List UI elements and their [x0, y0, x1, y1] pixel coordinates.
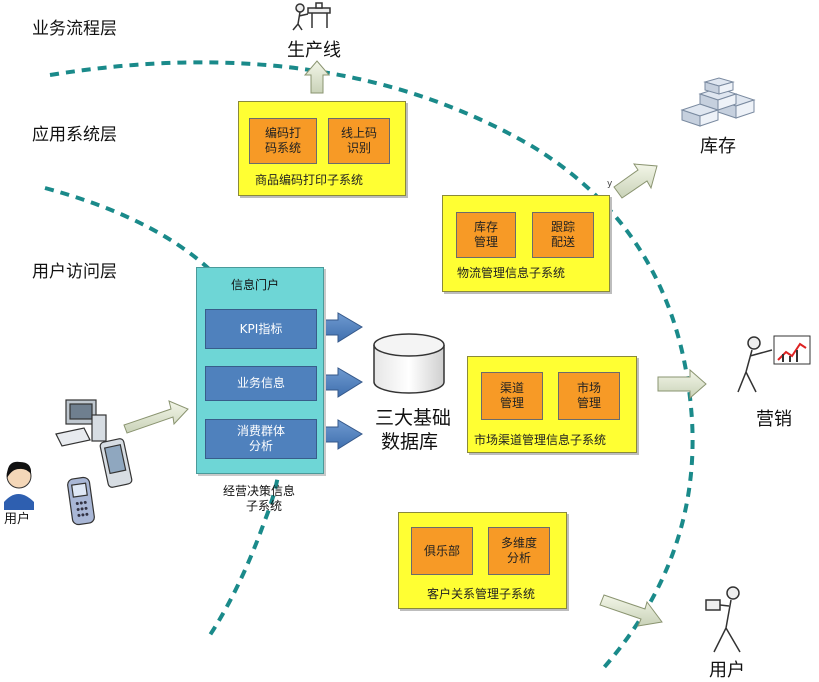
logistics-subsystem-title: 物流管理信息子系统 — [457, 266, 566, 280]
information-portal: 信息门户 KPI指标 业务信息 消费群体 分析 — [196, 267, 324, 474]
coding-subsystem: 编码打 码系统 线上码 识别 商品编码打印子系统 — [238, 101, 406, 196]
online-code-box: 线上码 识别 — [328, 118, 390, 164]
database-cylinder-icon — [373, 333, 445, 394]
multi-dimension-analysis-box: 多维度 分析 — [488, 527, 550, 575]
user-bottom-label: 用户 — [709, 660, 745, 681]
business-layer-label: 业务流程层 — [32, 19, 117, 39]
arrow-to-inventory — [613, 163, 658, 199]
coding-subsystem-title: 商品编码打印子系统 — [255, 173, 364, 187]
market-subsystem: 渠道 管理 市场 管理 市场渠道管理信息子系统 — [467, 356, 637, 453]
decision-subsystem-caption-line2: 子系统 — [246, 499, 283, 513]
person-avatar-icon — [4, 461, 34, 510]
arrow-user-to-portal — [123, 400, 189, 434]
pda-device-icon — [99, 438, 133, 488]
arrow-to-production — [303, 60, 331, 94]
channel-management-box: 渠道 管理 — [481, 372, 543, 420]
market-subsystem-title: 市场渠道管理信息子系统 — [474, 433, 607, 447]
application-layer-label: 应用系统层 — [32, 125, 117, 145]
coding-print-box: 编码打 码系统 — [249, 118, 317, 164]
crm-subsystem-title: 客户关系管理子系统 — [427, 587, 536, 601]
crm-subsystem: 俱乐部 多维度 分析 客户关系管理子系统 — [398, 512, 567, 609]
arrow-to-user-bottom — [599, 594, 663, 627]
decision-subsystem-caption-line1: 经营决策信息 — [223, 484, 296, 498]
club-box: 俱乐部 — [411, 527, 473, 575]
arrow-consumer-to-db — [317, 419, 363, 450]
marketing-label: 营销 — [756, 409, 792, 430]
portal-title: 信息门户 — [231, 278, 280, 292]
kpi-item: KPI指标 — [205, 309, 317, 349]
arrow-business-to-db — [317, 367, 363, 398]
carrying-person-icon — [705, 586, 741, 653]
inventory-label: 库存 — [700, 136, 736, 157]
market-management-box: 市场 管理 — [558, 372, 620, 420]
business-info-item: 业务信息 — [205, 366, 317, 401]
business-layer-boundary — [49, 60, 695, 674]
logistics-subsystem: 库存 管理 跟踪 配送 物流管理信息子系统 — [442, 195, 610, 292]
worker-at-machine-icon — [292, 2, 331, 31]
tracking-delivery-box: 跟踪 配送 — [532, 212, 594, 258]
database-label-line1: 三大基础 — [375, 407, 452, 429]
inventory-management-box: 库存 管理 — [456, 212, 516, 258]
database-label-line2: 数据库 — [381, 431, 439, 453]
access-layer-label: 用户访问层 — [32, 262, 117, 282]
production-line-label: 生产线 — [287, 40, 341, 61]
arrow-kpi-to-db — [317, 312, 363, 343]
presenter-chart-icon — [737, 335, 811, 393]
arrow-to-marketing — [657, 368, 707, 400]
stacked-boxes-icon — [680, 77, 756, 127]
stray-mark: y — [607, 179, 613, 189]
mobile-phone-icon — [67, 476, 95, 526]
desktop-computer-icon — [55, 399, 107, 447]
user-left-label: 用户 — [4, 512, 31, 527]
consumer-group-analysis-item: 消费群体 分析 — [205, 419, 317, 459]
